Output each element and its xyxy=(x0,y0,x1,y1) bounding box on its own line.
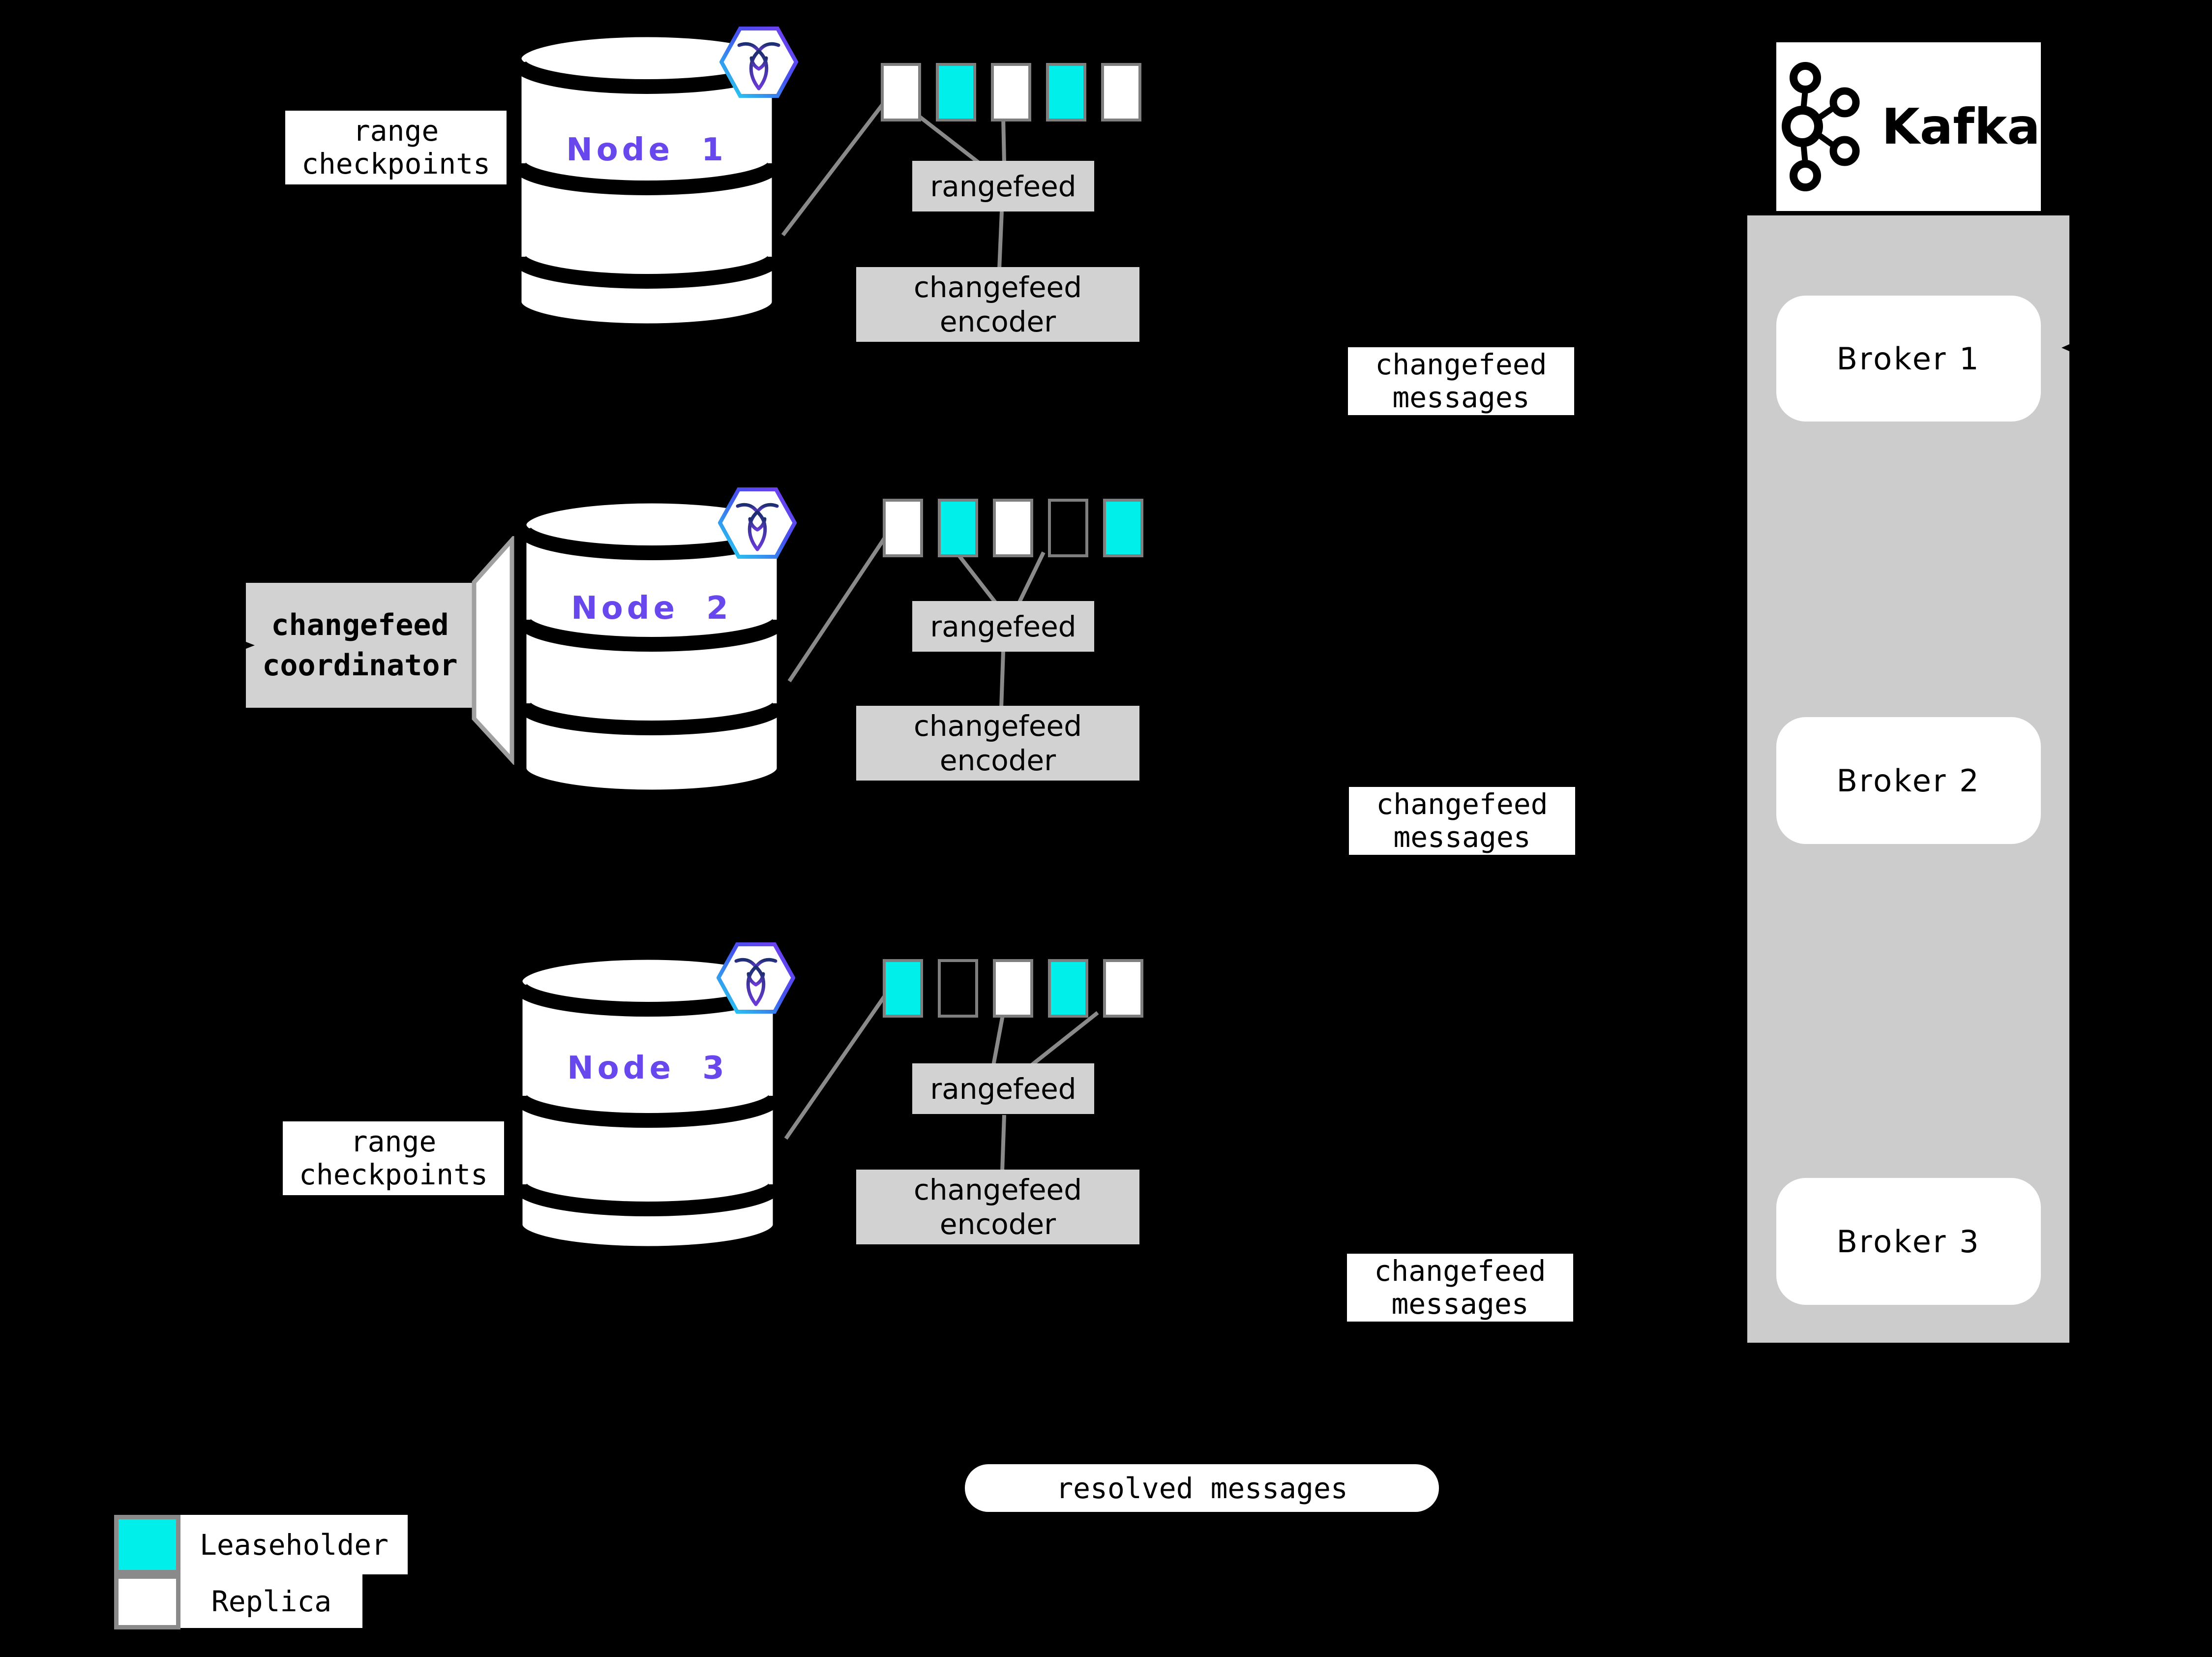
legend-label-replica: Replica xyxy=(180,1574,362,1628)
range-leaseholder xyxy=(1048,959,1088,1018)
coordinator-flag xyxy=(472,536,514,765)
encoder-line1: changefeed xyxy=(913,709,1082,743)
cockroachdb-icon xyxy=(717,942,795,1014)
changefeed-messages-label-2: changefeed messages xyxy=(1349,787,1575,855)
kafka-icon xyxy=(1782,62,1860,191)
range-checkpoints-label-top: range checkpoints xyxy=(285,111,507,184)
range-leaseholder xyxy=(1103,499,1143,557)
cockroachdb-icon xyxy=(719,27,798,98)
range-leaseholder xyxy=(938,499,978,557)
range-leaseholder xyxy=(883,959,923,1018)
legend-swatch-leaseholder xyxy=(114,1515,180,1574)
encoder-line2: encoder xyxy=(939,1207,1056,1241)
cockroachdb-icon xyxy=(718,487,797,559)
range-replica xyxy=(993,499,1033,557)
broker-1: Broker 1 xyxy=(1776,296,2041,422)
node1-cylinder xyxy=(514,30,779,330)
broker-2: Broker 2 xyxy=(1776,717,2041,844)
broker-3: Broker 3 xyxy=(1776,1178,2041,1305)
changefeed-messages-label-1: changefeed messages xyxy=(1348,347,1574,415)
range-replica xyxy=(991,63,1031,121)
changefeed-messages-label-3: changefeed messages xyxy=(1347,1254,1573,1322)
encoder-line1: changefeed xyxy=(913,271,1082,304)
range-replica xyxy=(881,63,921,121)
rangefeed-label: rangefeed xyxy=(930,169,1076,203)
kafka-title: Kafka xyxy=(1882,98,2040,155)
rangefeed-label: rangefeed xyxy=(930,1072,1076,1106)
node3-changefeed-encoder-box: changefeed encoder xyxy=(856,1170,1139,1244)
node1-rangefeed-box: rangefeed xyxy=(912,161,1094,211)
range-replica xyxy=(883,499,923,557)
range-empty xyxy=(938,959,978,1018)
legend-swatch-replica xyxy=(114,1574,180,1629)
range-replica xyxy=(1103,959,1143,1018)
encoder-line1: changefeed xyxy=(913,1173,1082,1206)
node2-changefeed-encoder-box: changefeed encoder xyxy=(856,706,1139,781)
encoder-line2: encoder xyxy=(939,305,1056,338)
rangefeed-label: rangefeed xyxy=(930,609,1076,643)
node3-cylinder xyxy=(515,953,780,1253)
resolved-messages-pill: resolved messages xyxy=(965,1464,1439,1512)
legend-label-leaseholder: Leaseholder xyxy=(180,1515,408,1574)
node3-ranges xyxy=(883,959,1143,1018)
node2-cylinder xyxy=(519,497,784,796)
kafka-logo-box: Kafka xyxy=(1776,42,2041,211)
range-leaseholder xyxy=(1046,63,1086,121)
changefeed-coordinator-box: changefeed coordinator xyxy=(246,583,474,708)
range-replica xyxy=(993,959,1033,1018)
range-empty xyxy=(1048,499,1088,557)
range-leaseholder xyxy=(936,63,976,121)
node3-label: Node 3 xyxy=(567,1050,728,1086)
node2-rangefeed-box: rangefeed xyxy=(912,601,1094,652)
node1-label: Node 1 xyxy=(566,132,727,168)
range-replica xyxy=(1101,63,1141,121)
range-checkpoints-label-bottom: range checkpoints xyxy=(283,1121,504,1195)
node2-ranges xyxy=(883,499,1143,557)
encoder-line2: encoder xyxy=(939,744,1056,777)
node2-label: Node 2 xyxy=(571,590,732,627)
node3-rangefeed-box: rangefeed xyxy=(912,1063,1094,1114)
node1-ranges xyxy=(881,63,1141,121)
node1-changefeed-encoder-box: changefeed encoder xyxy=(856,267,1139,342)
